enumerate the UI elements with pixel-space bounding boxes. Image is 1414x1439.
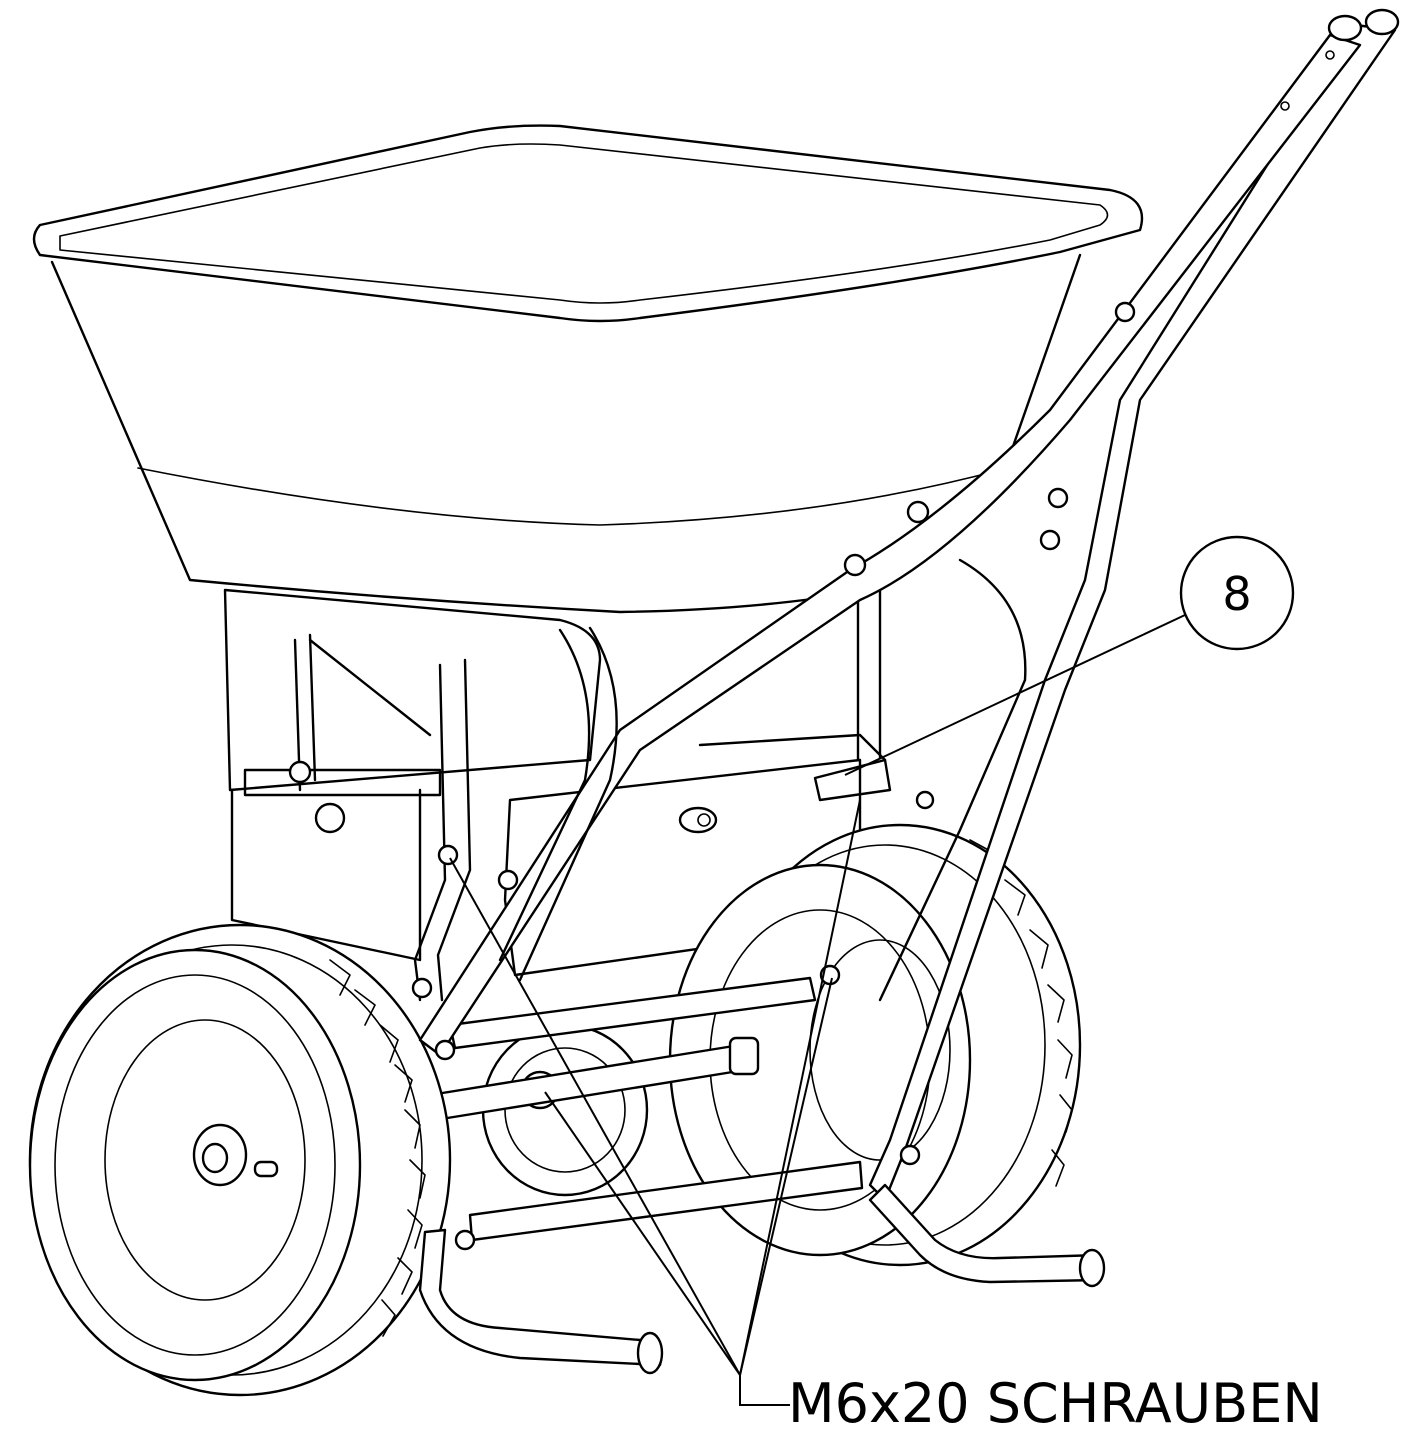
- leader-screw-left: [449, 857, 741, 1376]
- hopper-band: [137, 467, 1001, 526]
- left-wheel: [28, 923, 452, 1397]
- left-foot: [418, 1228, 662, 1367]
- frame-handle: [411, 8, 1400, 1375]
- hopper: [32, 124, 1144, 614]
- hopper-rim-inner: [59, 143, 1109, 304]
- handle-bolt: [1114, 301, 1136, 323]
- leader-label-baseline: [739, 1375, 790, 1406]
- leader-screw-right-b: [739, 799, 861, 1376]
- callout-leader: [844, 614, 1186, 776]
- leader-screw-mid: [544, 1091, 741, 1376]
- callout-circle: [1179, 535, 1295, 651]
- wing-nut: [314, 802, 346, 834]
- leader-screw-right-a: [739, 977, 833, 1376]
- screw-leaders: [449, 799, 861, 1406]
- hopper-rim: [32, 124, 1144, 323]
- screw-label: M6x20 SCHRAUBEN: [788, 1372, 1323, 1435]
- callout-number: 8: [1222, 567, 1251, 621]
- callout-8: 8: [844, 535, 1295, 776]
- spreader-disc: [481, 1023, 649, 1197]
